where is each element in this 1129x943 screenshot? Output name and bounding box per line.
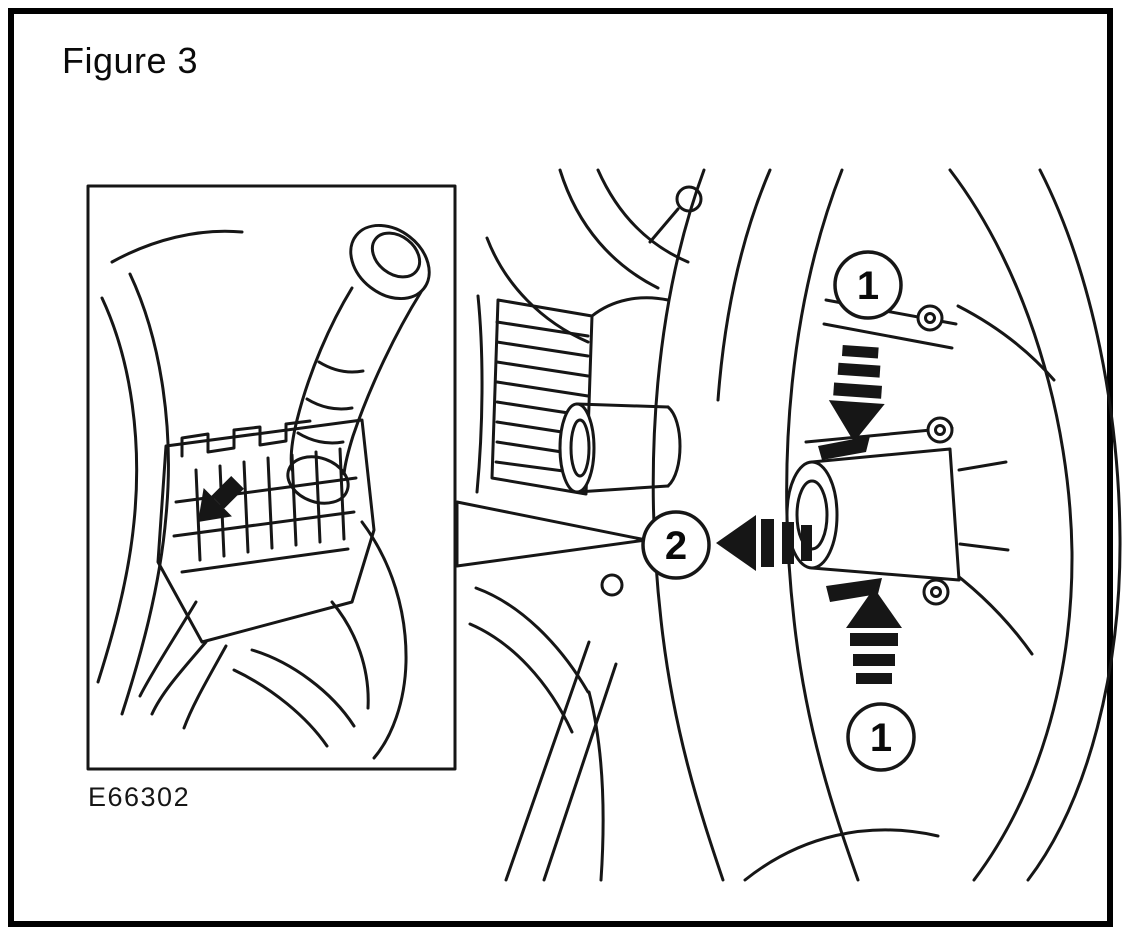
switch-top-clip [818,436,870,460]
column-ribbed-block [490,298,594,496]
wheel-rim-left-edge [651,168,725,882]
stalk-end-cap-inner [370,231,422,279]
arrow-down-icon [826,344,889,444]
stalk-left-edge [289,286,354,472]
wheel-rim-inner-line [716,168,772,402]
stalk-bands [296,360,365,445]
inset-right-shroud-2 [330,600,370,710]
upper-bracket-line-2 [822,322,954,350]
switch-module-barrel [785,460,839,570]
lower-shroud-curve [474,586,590,694]
callout-1-top-label: 1 [857,264,879,308]
wheel-spoke-upper [956,304,1056,382]
switch-screw-top [926,416,954,444]
callout-2-circle [641,510,711,580]
callout-1-top-circle [833,250,903,320]
lower-shroud-diagonal-2 [542,662,618,882]
callout-1-bottom-label: 1 [870,716,892,760]
figure-title: Figure 3 [62,40,199,81]
arrow-up-icon [846,588,902,684]
bracket-screw-center [924,312,936,324]
lower-shroud-curve-2 [468,622,574,734]
inset-right-shroud [360,520,408,760]
switch-screw-bottom-center [930,586,942,598]
upper-shroud-curve [558,168,660,290]
inset-column-curve-2 [120,272,170,716]
pivot-bolt [600,573,624,597]
lower-cross-curve [743,828,940,882]
callout-2-label: 2 [665,524,687,568]
main-illustration [468,168,1122,882]
lower-shroud-edge [587,690,605,882]
connector-cylinder-top [575,402,670,409]
switch-bottom-clip [826,578,882,602]
arrow-down-left-icon [198,476,244,522]
callouts: 1 2 1 [641,250,916,772]
upper-shroud-curve-3 [485,236,590,344]
inset-connector-housing [156,418,376,644]
figure-reference-code: E66302 [88,782,191,812]
connector-cylinder-cap-inner [569,418,591,478]
inset-wires [138,600,228,730]
switch-screw-bottom [922,578,950,606]
inset-detail-view [86,184,457,771]
column-left-edge [475,294,484,494]
column-top-link [590,296,670,318]
inset-top-curve [110,229,244,264]
wheel-rim-right-edge [785,168,860,882]
callout-1-bottom-circle [846,702,916,772]
stalk-right-edge [342,290,423,476]
stalk-end-cap [349,223,431,301]
stalk-base [286,455,350,505]
connector-cylinder-end [666,405,682,488]
inset-column-curve [96,296,139,684]
connector-cylinder-bottom [575,484,670,494]
inset-connector-teeth [180,419,312,458]
bracket-screw [916,304,944,332]
inset-pointer-wedge [455,500,648,568]
lower-shroud-diagonal [504,640,591,882]
wheel-rim-outer-arc-2 [1026,168,1122,882]
switch-module-barrel-inner [795,479,829,551]
bolt-shaft [648,207,680,244]
upper-shroud-curve-2 [596,168,690,264]
switch-screw-top-center [934,424,946,436]
switch-side-links [957,460,1010,552]
column-ribs [494,320,590,476]
wheel-rim-outer-arc [948,168,1074,882]
inset-lower-shroud [232,648,356,748]
